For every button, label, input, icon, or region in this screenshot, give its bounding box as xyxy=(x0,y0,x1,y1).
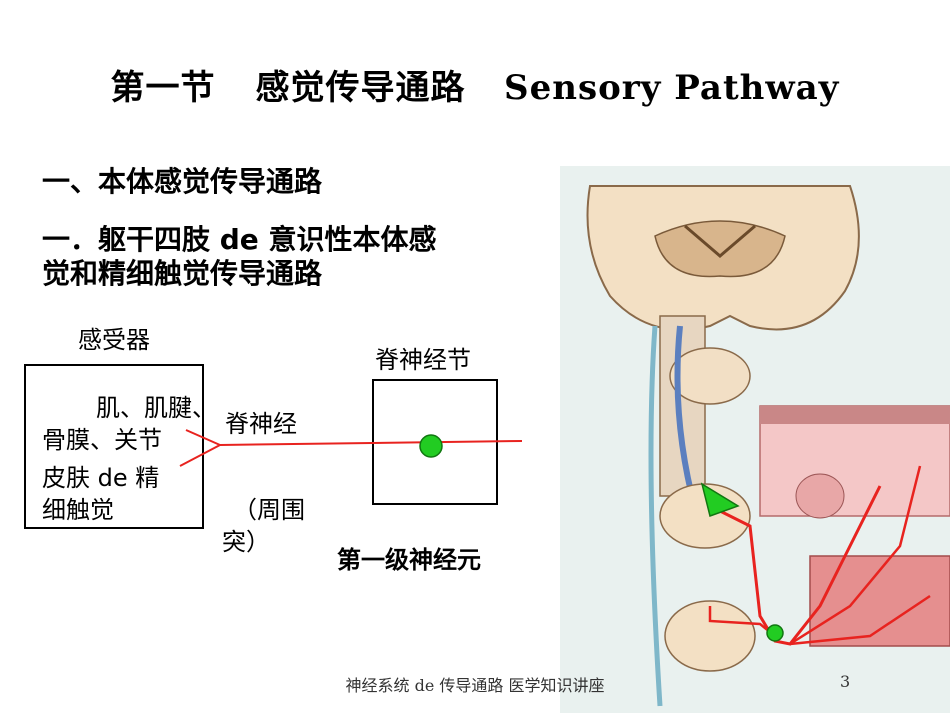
epidermis xyxy=(760,406,950,424)
spinal-tract xyxy=(648,325,663,707)
pathway-lines xyxy=(179,429,523,467)
spinal-cord-segment-lower xyxy=(664,600,756,672)
muscle-section xyxy=(809,555,950,647)
nerve-fiber-line xyxy=(219,440,523,446)
neuron-cell-body xyxy=(419,434,443,458)
spinal-ganglion-label: 脊神经节 xyxy=(375,346,471,374)
title-chinese: 感觉传导通路 xyxy=(255,68,466,108)
sensory-pathway-branch-muscle xyxy=(789,594,931,646)
slide-footer: 神经系统 de 传导通路 医学知识讲座 xyxy=(345,676,605,695)
ganglion-neuron-marker xyxy=(766,624,784,642)
title-section-number: 第一节 xyxy=(110,68,216,108)
thalamus xyxy=(654,220,786,278)
peripheral-process-line2: 突） xyxy=(222,528,270,556)
spinal-nerve-label: 脊神经 xyxy=(225,410,297,438)
peripheral-process-line1: （周围 xyxy=(233,496,305,524)
page-number: 3 xyxy=(840,672,851,691)
hair-follicle xyxy=(795,473,845,519)
receptor-text-line2: 骨膜、关节 xyxy=(42,426,162,454)
receptor-text-line4: 细触觉 xyxy=(42,496,114,524)
nerve-branch-lower xyxy=(179,444,221,467)
nerve-branch-upper xyxy=(185,429,221,446)
receptor-text-line3: 皮肤 de 精 xyxy=(42,464,160,492)
first-order-neuron-label: 第一级神经元 xyxy=(337,546,481,574)
receptor-heading: 感受器 xyxy=(78,326,150,354)
section-heading-1: 一、本体感觉传导通路 xyxy=(42,165,323,198)
title-english: Sensory Pathway xyxy=(504,68,840,108)
anatomy-illustration xyxy=(560,166,950,713)
receptor-box xyxy=(24,364,204,529)
section-heading-2-line1: 一．躯干四肢 de 意识性本体感 xyxy=(42,223,437,256)
section-heading-2-line2: 觉和精细触觉传导通路 xyxy=(42,257,323,290)
brainstem xyxy=(659,315,706,497)
ventricles xyxy=(684,224,756,258)
receptor-text-line1: 肌、肌腱、 xyxy=(96,394,216,422)
slide-title: 第一节感觉传导通路 Sensory Pathway xyxy=(0,60,950,109)
skin-section xyxy=(759,405,950,517)
sensory-pathway-branch-skin xyxy=(789,465,922,646)
nucleus-marker xyxy=(700,482,740,517)
medulla xyxy=(669,347,751,405)
